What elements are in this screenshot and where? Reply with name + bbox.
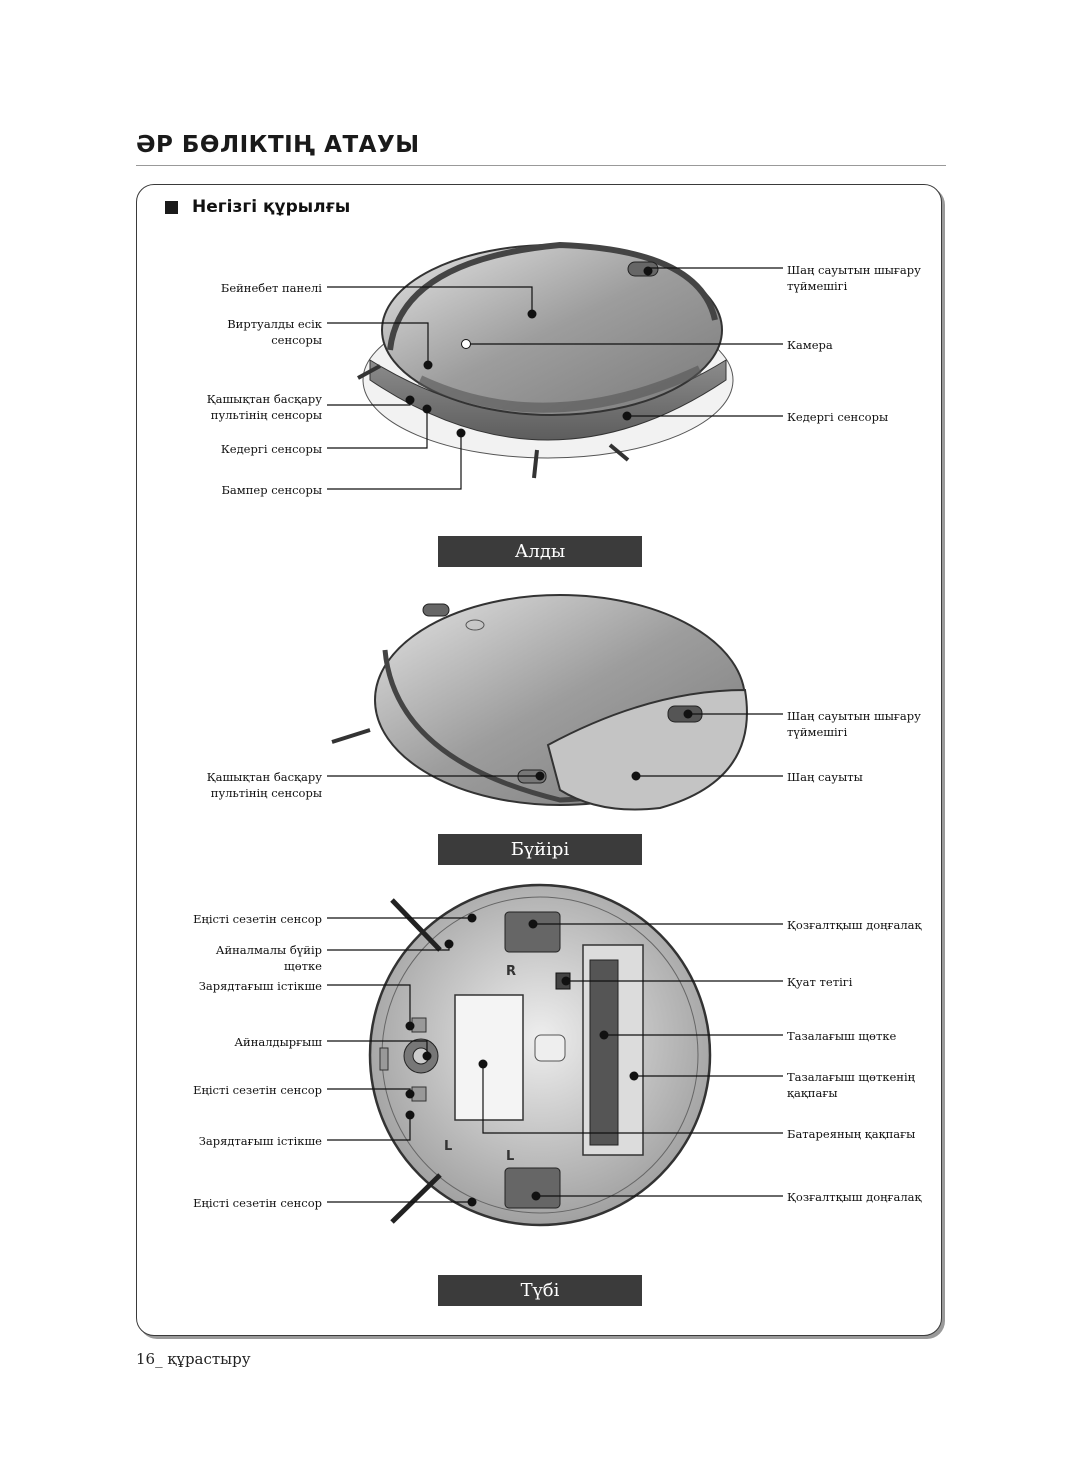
left-brush-mark: L	[444, 1139, 452, 1154]
footer-section: құрастыру	[167, 1350, 251, 1368]
section-heading: Негізгі құрылғы	[165, 197, 350, 217]
page-footer: 16_ құрастыру	[136, 1350, 251, 1368]
caption-side: Бүйірі	[438, 834, 642, 865]
front-leader-dots	[405, 266, 653, 438]
label-charging-pin-1: Зарядтағыш істікше	[198, 979, 322, 993]
label-dustbin: Шаң сауыты	[787, 770, 863, 784]
label-power-switch: Қуат тетігі	[787, 975, 853, 989]
label-battery-cover: Батареяның қақпағы	[787, 1127, 916, 1141]
label-bumper-sensor: Бампер сенсоры	[221, 483, 322, 497]
left-wheel-mark: L	[506, 1149, 514, 1164]
label-dustbin-release-button: Шаң сауытын шығару түймешігі	[787, 263, 921, 293]
label-obstacle-sensor-right: Кедергі сенсоры	[787, 410, 889, 424]
label-cliff-sensor-2: Еңісті сезетін сенсор	[193, 1083, 322, 1097]
caption-bottom: Түбі	[438, 1275, 642, 1306]
front-view-robot	[357, 241, 734, 479]
label-brush-cover: Тазалағыш щөткенің қақпағы	[787, 1070, 916, 1100]
label-video-panel: Бейнебет панелі	[220, 281, 322, 295]
label-cliff-sensor-3: Еңісті сезетін сенсор	[193, 1196, 322, 1210]
side-leader-lines	[327, 713, 783, 777]
label-side-brush: Айналмалы бүйір щөтке	[215, 943, 322, 973]
page-title: ӘР БӨЛІКТІҢ АТАУЫ	[136, 132, 420, 158]
label-drive-wheel-1: Қозғалтқыш доңғалақ	[787, 918, 922, 932]
label-cliff-sensor-1: Еңісті сезетін сенсор	[193, 912, 322, 926]
bottom-leader-dots	[405, 913, 639, 1207]
title-divider	[136, 165, 946, 166]
label-dustbin-release-button-side: Шаң сауытын шығару түймешігі	[787, 709, 921, 739]
label-charging-pin-2: Зарядтағыш істікше	[198, 1134, 322, 1148]
label-remote-sensor-side: Қашықтан басқару пультінің сенсоры	[206, 770, 322, 800]
label-camera: Камера	[787, 338, 833, 352]
right-wheel-mark: R	[506, 964, 516, 979]
label-main-brush: Тазалағыш щөтке	[787, 1029, 897, 1043]
caption-front: Алды	[438, 536, 642, 567]
label-remote-sensor-front: Қашықтан басқару пультінің сенсоры	[206, 392, 322, 422]
page-number: 16_	[136, 1350, 163, 1368]
label-drive-wheel-2: Қозғалтқыш доңғалақ	[787, 1190, 922, 1204]
label-swivel-wheel: Айналдырғыш	[234, 1035, 322, 1049]
bottom-view-robot: R L L	[368, 883, 712, 1227]
side-leader-dots	[535, 709, 693, 781]
side-view-robot	[331, 594, 748, 811]
square-bullet-icon	[165, 200, 178, 214]
label-obstacle-sensor-left: Кедергі сенсоры	[220, 442, 322, 456]
section-title: Негізгі құрылғы	[192, 197, 351, 217]
label-virtual-door-sensor: Виртуалды есік сенсоры	[227, 317, 322, 347]
bottom-leader-lines	[327, 917, 783, 1203]
